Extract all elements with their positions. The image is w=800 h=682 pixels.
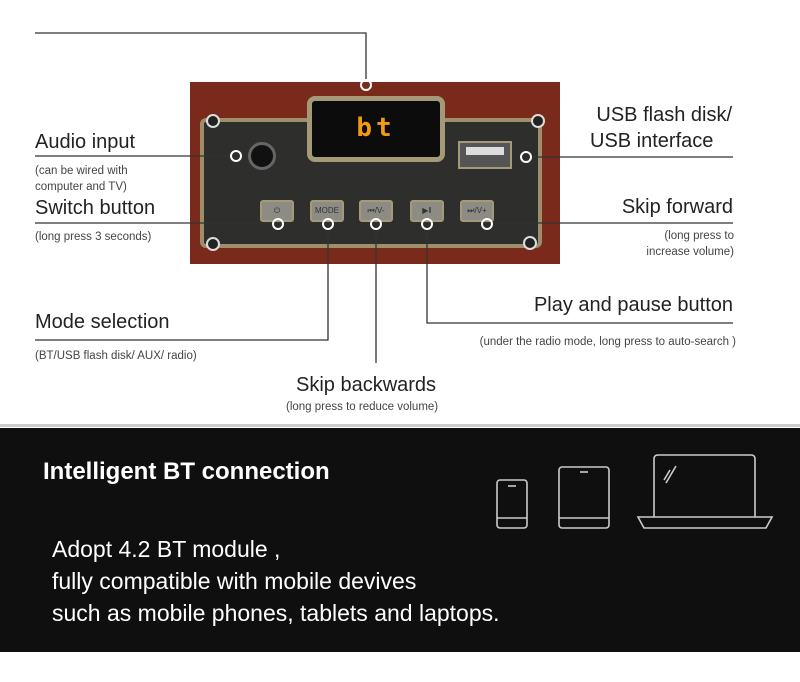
usb-port: [458, 141, 512, 169]
bt-banner: [0, 428, 800, 652]
divider: [0, 424, 800, 427]
usb-label-1: USB flash disk/: [596, 104, 732, 126]
mode-button[interactable]: MODE: [310, 200, 344, 222]
play-pause-note: (under the radio mode, long press to aut…: [479, 336, 736, 348]
play-pause-label: Play and pause button: [533, 294, 733, 316]
banner-line: Adopt 4.2 BT module ,: [52, 536, 281, 562]
skip-forward-note-1: (long press to: [664, 230, 734, 242]
skip-forward-label: Skip forward: [621, 196, 733, 218]
screw-icon: [206, 114, 220, 128]
device-icons: [496, 454, 774, 529]
switch-button-label: Switch button: [35, 197, 156, 219]
switch-button-note: (long press 3 seconds): [35, 231, 152, 243]
prev-button[interactable]: ⏮/V-: [359, 200, 393, 222]
screw-icon: [531, 114, 545, 128]
play-pause-button[interactable]: ▶‖: [410, 200, 444, 222]
skip-backwards-note: (long press to reduce volume): [286, 401, 439, 413]
audio-input-note: (can be wired with computer and TV): [35, 165, 128, 193]
banner-title: Intelligent BT connection: [43, 458, 330, 485]
skip-forward-note-2: increase volume): [646, 246, 734, 258]
laptop-icon: [636, 454, 774, 529]
power-button[interactable]: ⏻: [260, 200, 294, 222]
led-display: bt: [307, 96, 445, 162]
mode-selection-label: Mode selection: [35, 311, 170, 333]
usb-label-2: USB interface: [590, 130, 714, 152]
mode-selection-note: (BT/USB flash disk/ AUX/ radio): [35, 350, 197, 362]
screw-icon: [206, 237, 220, 251]
banner-line: such as mobile phones, tablets and lapto…: [52, 600, 500, 626]
banner-line: fully compatible with mobile devives: [52, 568, 417, 594]
leader-lines: [35, 32, 733, 363]
tablet-icon: [558, 466, 610, 529]
aux-jack: [248, 142, 276, 170]
next-button[interactable]: ⏭/V+: [460, 200, 494, 222]
skip-backwards-label: Skip backwards: [296, 374, 437, 396]
phone-icon: [496, 479, 528, 529]
screw-icon: [523, 236, 537, 250]
audio-input-label: Audio input: [35, 131, 136, 153]
